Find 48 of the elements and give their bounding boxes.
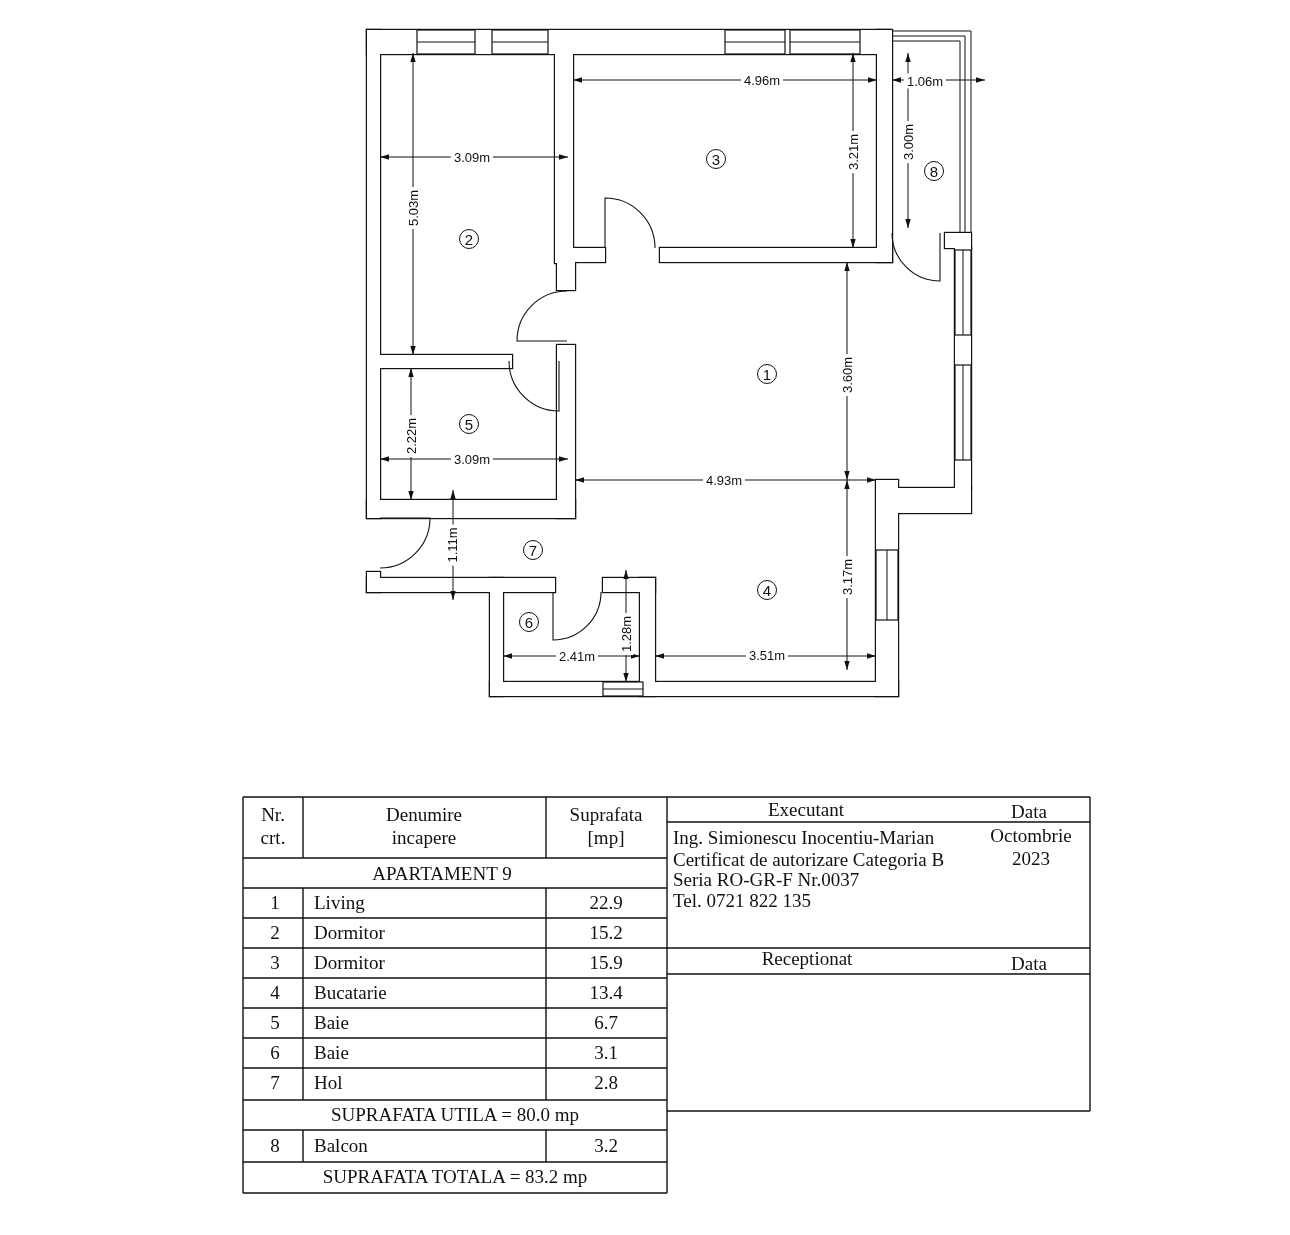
table-cell-text: Living (314, 892, 365, 914)
table-cell-text: 3 (270, 952, 280, 974)
table-cell-text: 6.7 (594, 1012, 618, 1034)
table-cell-text: Hol (314, 1072, 343, 1094)
dimension-label: 1.06m (903, 73, 947, 89)
table-cell-text: Dormitor (314, 952, 385, 974)
table-cell-text: Suprafata [mp] (568, 804, 644, 850)
table-cell-text: 15.9 (589, 952, 623, 974)
room-number: 7 (523, 540, 543, 560)
room-number: 6 (519, 612, 539, 632)
table-cell-text: 5 (270, 1012, 280, 1034)
title-block-text: Tel. 0721 822 135 (673, 890, 811, 912)
table-cell-text: 3.1 (594, 1042, 618, 1064)
table-cell-text: Balcon (314, 1135, 368, 1157)
title-block-text: Data (1011, 801, 1047, 823)
table-cell-text: 15.2 (589, 922, 623, 944)
room-number: 2 (459, 229, 479, 249)
table-cell-text: APARTAMENT 9 (372, 863, 512, 885)
title-block-text: Ing. Simionescu Inocentiu-Marian (673, 827, 935, 849)
title-block-text: Octombrie 2023 (989, 825, 1073, 871)
table-cell-text: Denumire incapere (385, 804, 463, 850)
table-cell-text: 13.4 (589, 982, 623, 1004)
room-number: 4 (757, 580, 777, 600)
table-cell-text: 8 (270, 1135, 280, 1157)
room-number: 5 (459, 414, 479, 434)
title-block-text: Data (1011, 953, 1047, 975)
table-cell-text: 2.8 (594, 1072, 618, 1094)
title-block-text: Seria RO-GR-F Nr.0037 (673, 869, 860, 891)
room-number: 3 (706, 149, 726, 169)
table-cell-text: 22.9 (589, 892, 623, 914)
table-cell-text: Baie (314, 1012, 349, 1034)
table-cell-text: 3.2 (594, 1135, 618, 1157)
table-cell-text: Nr. crt. (259, 804, 287, 850)
table-cell-text: Dormitor (314, 922, 385, 944)
table-cell-text: 2 (270, 922, 280, 944)
table-cell-text: SUPRAFATA UTILA = 80.0 mp (331, 1104, 579, 1126)
table-cell-text: SUPRAFATA TOTALA = 83.2 mp (322, 1166, 588, 1188)
table-cell-text: 7 (270, 1072, 280, 1094)
title-block-text: Receptionat (761, 948, 853, 970)
title-block-text: Certificat de autorizare Categoria B (673, 849, 945, 871)
room-number: 1 (757, 364, 777, 384)
table-cell-text: 4 (270, 982, 280, 1004)
title-block-text: Executant (768, 799, 844, 821)
table-cell-text: 1 (270, 892, 280, 914)
table-cell-text: 6 (270, 1042, 280, 1064)
table-cell-text: Baie (314, 1042, 349, 1064)
table-cell-text: Bucatarie (314, 982, 387, 1004)
room-number: 8 (924, 161, 944, 181)
